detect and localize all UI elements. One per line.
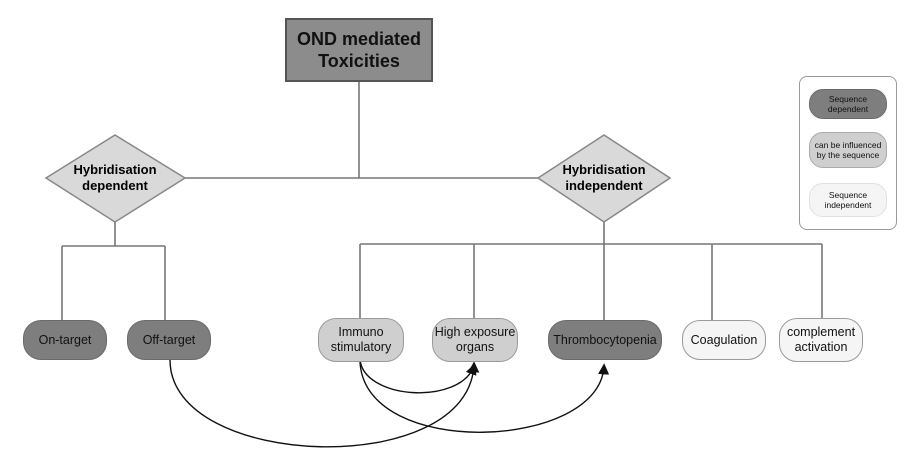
thrombocytopenia-node: Thrombocytopenia: [548, 320, 662, 360]
complement-activation-node: complement activation: [779, 318, 863, 362]
legend-sequence-independent: Sequence independent: [809, 183, 887, 217]
on-target-node: On-target: [23, 320, 107, 360]
immuno-to-thrombocytopenia-arrow: [359, 361, 610, 433]
coagulation-node: Coagulation: [682, 320, 766, 360]
hybridisation-independent-diamond: [536, 134, 672, 223]
legend-influenced: can be influenced by the sequence: [809, 132, 887, 168]
immuno-stimulatory-node: Immuno stimulatory: [318, 318, 404, 362]
high-exposure-organs-node: High exposure organs: [432, 318, 518, 362]
immuno-to-high-exposure-arrow: [359, 359, 477, 394]
root-node: OND mediated Toxicities: [285, 18, 433, 82]
hybridisation-dependent-diamond: [44, 134, 187, 223]
legend: Sequence dependent can be influenced by …: [799, 76, 897, 230]
legend-sequence-dependent: Sequence dependent: [809, 89, 887, 119]
off-target-to-high-exposure-arrow: [169, 359, 480, 448]
off-target-node: Off-target: [127, 320, 211, 360]
